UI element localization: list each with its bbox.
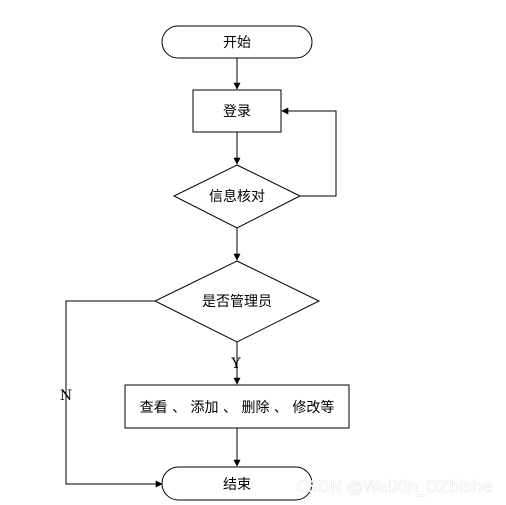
start-label: 开始 bbox=[223, 35, 251, 51]
edge-label-yes: Y bbox=[230, 356, 241, 372]
watermark-text: CSDN @WeiXin_DZbishe bbox=[296, 477, 492, 497]
is-admin-decision: 是否管理员 bbox=[153, 260, 321, 343]
manage-label: 查看 、 添加 、 删除 、 修改等 bbox=[140, 399, 335, 416]
verify-label: 信息核对 bbox=[209, 188, 265, 205]
edge-verify-retry-loop bbox=[281, 107, 337, 197]
manage-node: 查看 、 添加 、 删除 、 修改等 bbox=[124, 384, 350, 429]
end-node: 结束 bbox=[161, 466, 313, 501]
edge-admin-no-to-end bbox=[65, 300, 163, 488]
start-node: 开始 bbox=[161, 25, 313, 59]
end-label: 结束 bbox=[223, 477, 251, 493]
edge-label-no: N bbox=[60, 388, 72, 404]
login-label: 登录 bbox=[223, 104, 251, 120]
verify-decision: 信息核对 bbox=[172, 164, 302, 229]
is-admin-label: 是否管理员 bbox=[202, 294, 272, 310]
login-node: 登录 bbox=[192, 89, 282, 133]
